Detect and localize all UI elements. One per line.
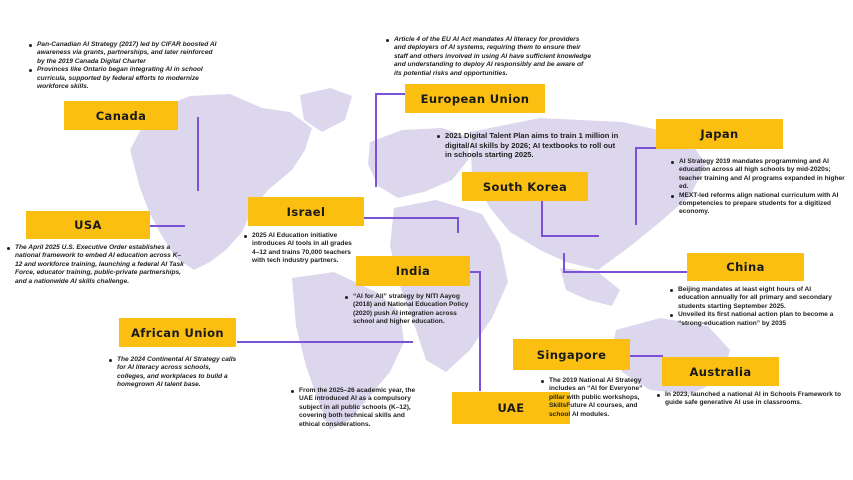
label-singapore: Singapore (513, 339, 630, 370)
label-african-union: African Union (119, 318, 236, 347)
note-india-item-1: “AI for All” strategy by NITI Aayog (201… (344, 293, 474, 327)
connector-india (467, 271, 481, 391)
note-african-union-item-1: The 2024 Continental AI Strategy calls f… (108, 356, 240, 390)
label-japan: Japan (656, 119, 783, 149)
note-china: Beijing mandates at least eight hours of… (669, 286, 837, 328)
connector-lines (149, 93, 689, 391)
note-canada-item-1: Pan-Canadian AI Strategy (2017) led by C… (28, 41, 218, 66)
note-european-union: Article 4 of the EU AI Act mandates AI l… (385, 36, 591, 78)
label-usa: USA (26, 211, 150, 239)
note-usa: The April 2025 U.S. Executive Order esta… (6, 244, 188, 286)
note-japan-item-1: AI Strategy 2019 mandates programming an… (670, 158, 850, 192)
note-australia: In 2023, launched a national AI in Schoo… (656, 391, 846, 408)
note-china-item-2: Unveiled its first national action plan … (669, 311, 837, 328)
note-uae-item-1: From the 2025–26 academic year, the UAE … (290, 387, 418, 429)
continent-south-america (292, 272, 404, 430)
continent-greenland (300, 88, 352, 132)
continent-southeast-asia (560, 268, 620, 306)
note-south-korea-item-1: 2021 Digital Talent Plan aims to train 1… (436, 131, 622, 160)
note-european-union-item-1: Article 4 of the EU AI Act mandates AI l… (385, 36, 591, 78)
connector-china (563, 253, 689, 273)
note-singapore: The 2019 National AI Strategy includes a… (540, 377, 644, 419)
continent-europe (368, 128, 470, 198)
label-uae: UAE (452, 392, 570, 424)
label-european-union: European Union (405, 84, 545, 113)
note-uae: From the 2025–26 academic year, the UAE … (290, 387, 418, 429)
note-israel-item-1: 2025 AI Education initiative introduces … (243, 232, 353, 266)
label-australia: Australia (662, 357, 779, 386)
note-usa-item-1: The April 2025 U.S. Executive Order esta… (6, 244, 188, 286)
label-china: China (687, 253, 804, 281)
note-israel: 2025 AI Education initiative introduces … (243, 232, 353, 266)
continent-asia (470, 118, 706, 270)
connector-israel (361, 217, 459, 233)
note-india: “AI for All” strategy by NITI Aayog (201… (344, 293, 474, 327)
label-south-korea: South Korea (462, 172, 588, 201)
note-japan: AI Strategy 2019 mandates programming an… (670, 158, 850, 217)
continent-africa (390, 200, 508, 372)
note-singapore-item-1: The 2019 National AI Strategy includes a… (540, 377, 644, 419)
label-india: India (356, 256, 470, 286)
note-canada: Pan-Canadian AI Strategy (2017) led by C… (28, 41, 218, 91)
note-african-union: The 2024 Continental AI Strategy calls f… (108, 356, 240, 390)
label-israel: Israel (248, 197, 364, 226)
connector-south-korea (541, 197, 599, 237)
note-south-korea: 2021 Digital Talent Plan aims to train 1… (436, 131, 622, 160)
connector-japan (635, 147, 659, 225)
connector-european-union (375, 93, 405, 187)
note-china-item-1: Beijing mandates at least eight hours of… (669, 286, 837, 311)
note-japan-item-2: MEXT-led reforms align national curricul… (670, 192, 850, 217)
note-canada-item-2: Provinces like Ontario began integrating… (28, 66, 218, 91)
label-canada: Canada (64, 101, 178, 130)
note-australia-item-1: In 2023, launched a national AI in Schoo… (656, 391, 846, 408)
